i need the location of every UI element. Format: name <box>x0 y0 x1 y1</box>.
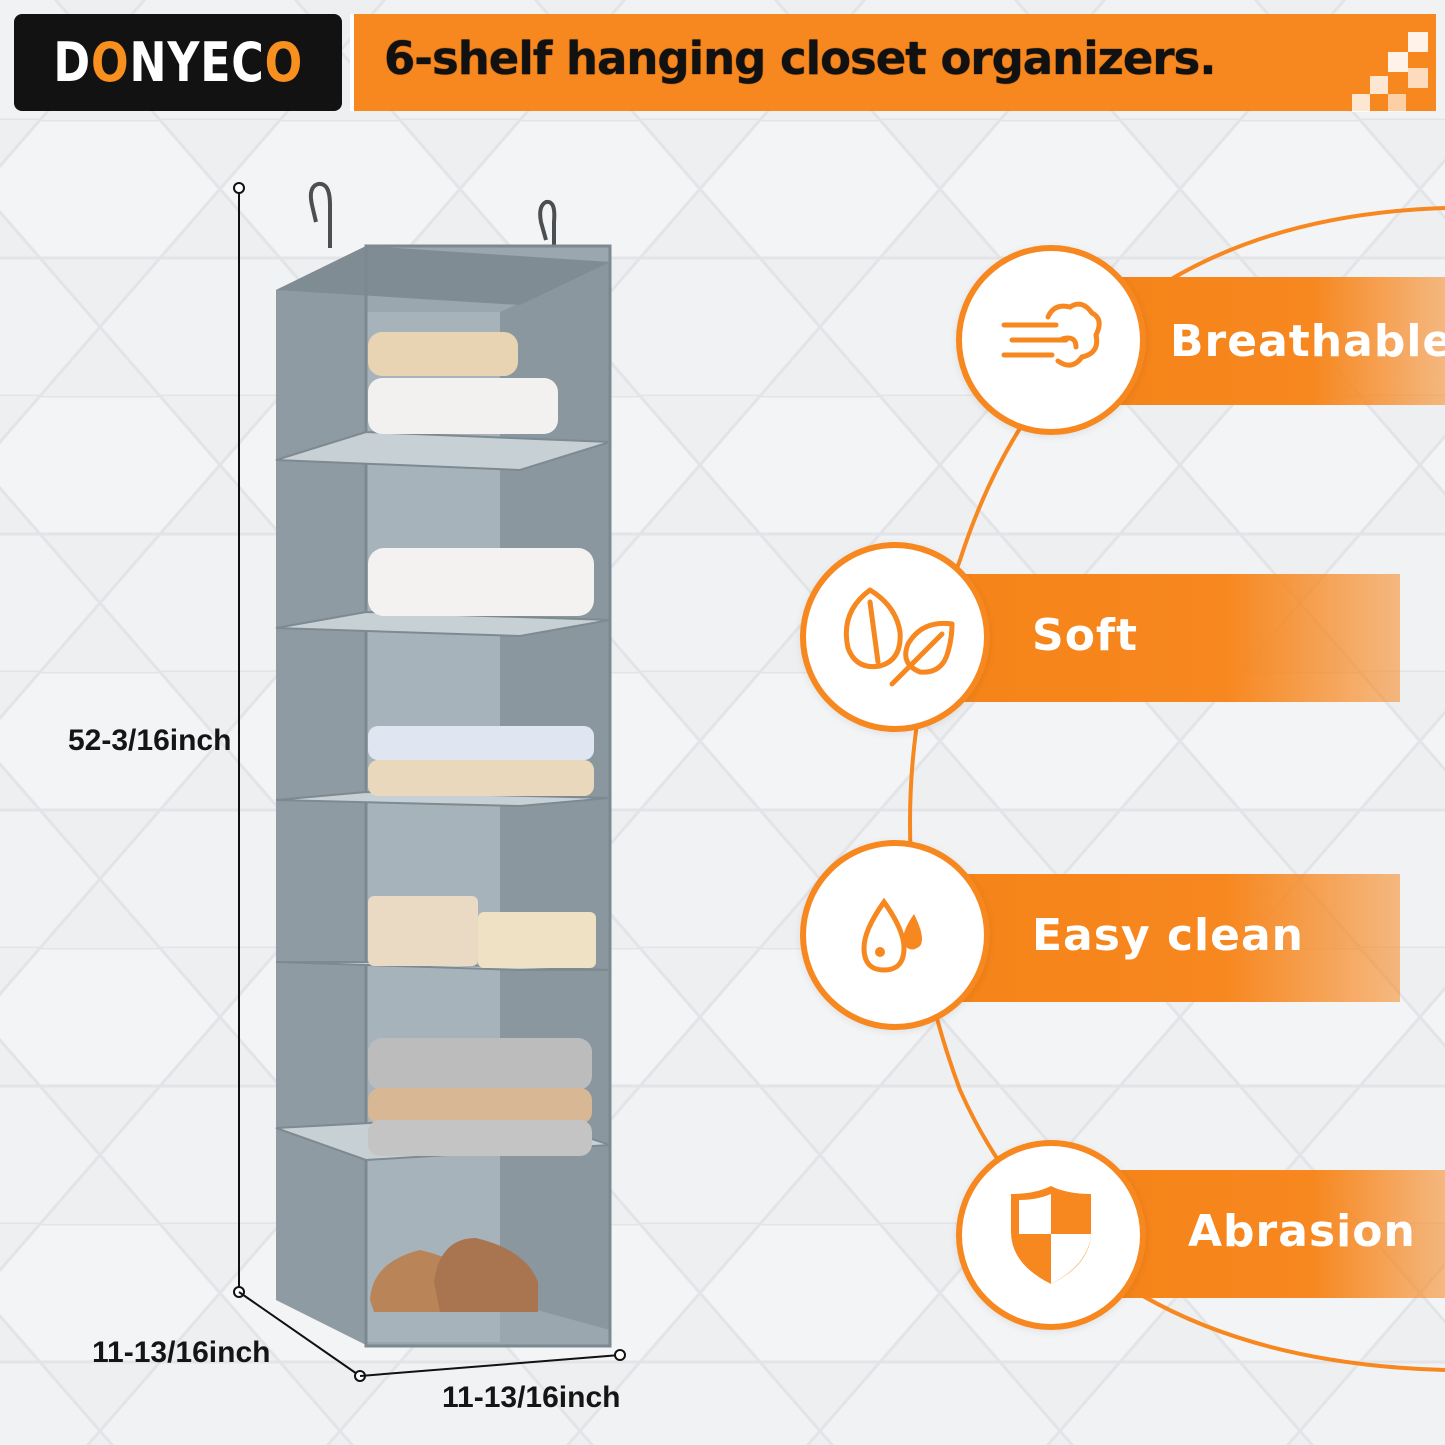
feature-label-easy-clean: Easy clean <box>1032 910 1304 961</box>
feature-label-abrasion: Abrasion <box>1188 1206 1416 1257</box>
feature-band-easy-clean <box>960 874 1400 1002</box>
depth-dimension-label: 11-13/16inch <box>92 1336 271 1369</box>
feature-label-soft: Soft <box>1032 610 1139 661</box>
header: DONYECO 6-shelf hanging closet organizer… <box>14 14 1436 112</box>
width-dimension-label: 11-13/16inch <box>442 1381 621 1414</box>
page-title: 6-shelf hanging closet organizers. <box>384 32 1216 85</box>
feature-label-breathable: Breathable <box>1170 316 1445 367</box>
brand-name: DONYECO <box>53 31 303 94</box>
feature-band-soft <box>960 574 1400 702</box>
brand-logo: DONYECO <box>14 14 342 111</box>
title-banner: 6-shelf hanging closet organizers. <box>350 14 1436 111</box>
soft-badge <box>800 542 990 732</box>
feature-band-breathable <box>1110 277 1445 405</box>
feature-band-abrasion <box>1110 1170 1445 1298</box>
breathable-badge <box>956 245 1146 435</box>
abrasion-badge <box>956 1140 1146 1330</box>
water-drops-icon <box>861 897 922 973</box>
wind-cloud-icon <box>1001 301 1102 368</box>
easy-clean-badge <box>800 840 990 1030</box>
shield-icon <box>1011 1186 1091 1284</box>
leaves-icon <box>843 587 955 687</box>
checker-decoration-icon <box>1352 32 1428 112</box>
height-dimension-label: 52-3/16inch <box>68 724 232 757</box>
hanging-organizer-image <box>275 181 612 1348</box>
